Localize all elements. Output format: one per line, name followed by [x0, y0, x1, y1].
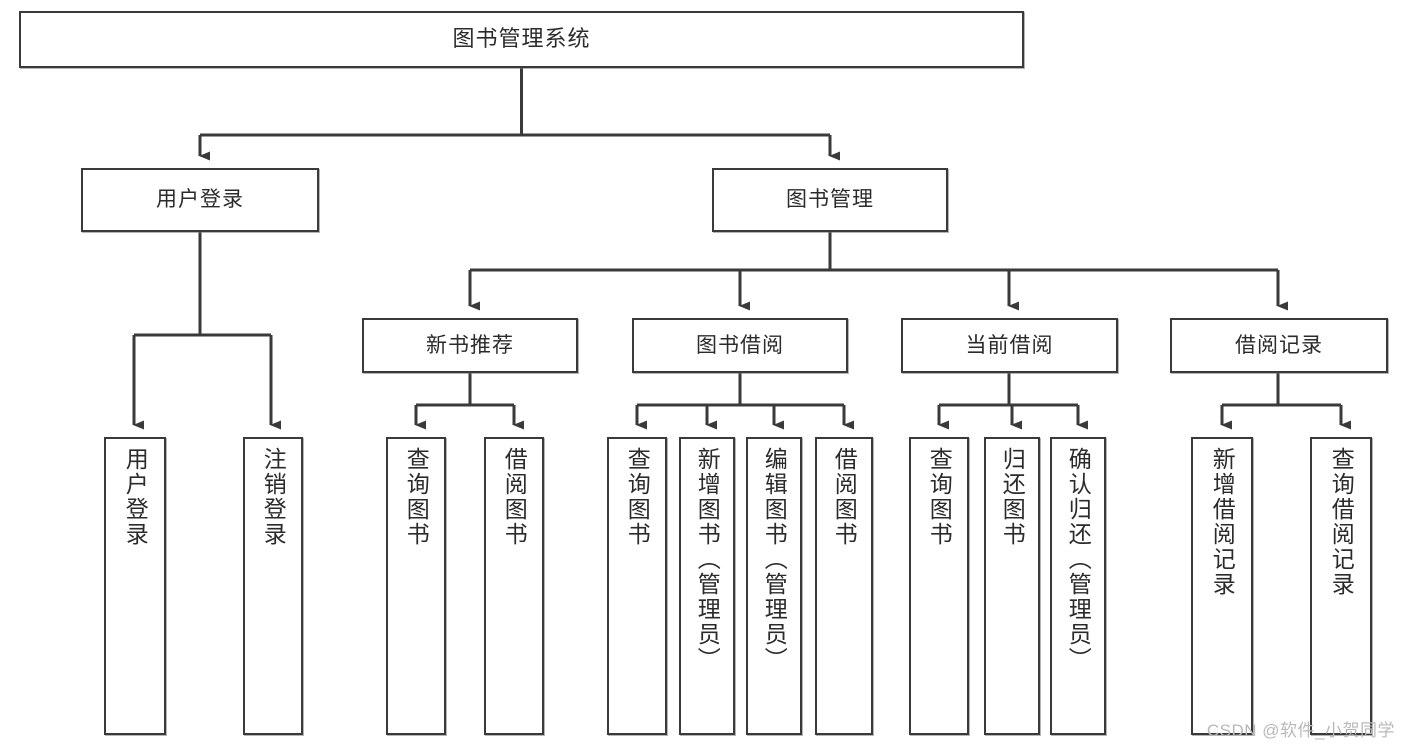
- node-leaf-add-borrow-record[interactable]: 新增借阅记录: [1191, 437, 1253, 735]
- node-leaf-query-book-borrow[interactable]: 查询图书: [607, 437, 667, 735]
- node-label: 图书借阅: [696, 333, 784, 357]
- node-book-borrow[interactable]: 图书借阅: [632, 318, 848, 373]
- node-leaf-return-book[interactable]: 归还图书: [984, 437, 1040, 735]
- csdn-watermark: CSDN @软件_小贺同学: [1206, 721, 1395, 740]
- node-label: 确认归还（管理员）: [1065, 447, 1092, 672]
- node-leaf-edit-book-admin[interactable]: 编辑图书（管理员）: [746, 437, 802, 735]
- node-label: 当前借阅: [965, 333, 1054, 357]
- node-label: 归还图书: [999, 447, 1026, 547]
- node-label: 图书管理: [786, 188, 874, 212]
- node-label: 新增图书（管理员）: [694, 447, 721, 672]
- node-label: 用户登录: [156, 188, 244, 212]
- node-label: 借阅记录: [1235, 333, 1323, 357]
- node-label: 新增借阅记录: [1209, 447, 1236, 597]
- node-label: 查询借阅记录: [1328, 447, 1355, 597]
- node-new-book-recommend[interactable]: 新书推荐: [362, 318, 578, 373]
- node-leaf-query-book-recommend[interactable]: 查询图书: [386, 437, 446, 735]
- node-book-manage[interactable]: 图书管理: [712, 168, 948, 232]
- node-leaf-add-book-admin[interactable]: 新增图书（管理员）: [679, 437, 735, 735]
- node-leaf-borrow-book-recommend[interactable]: 借阅图书: [484, 437, 544, 735]
- node-label: 注销登录: [260, 447, 287, 547]
- node-label: 查询图书: [926, 447, 953, 547]
- node-label: 查询图书: [624, 447, 651, 547]
- node-leaf-user-login[interactable]: 用户登录: [104, 437, 166, 735]
- node-root-system[interactable]: 图书管理系统: [19, 11, 1024, 68]
- node-current-borrow[interactable]: 当前借阅: [901, 318, 1118, 373]
- node-leaf-logout[interactable]: 注销登录: [243, 437, 303, 735]
- node-label: 新书推荐: [426, 333, 514, 357]
- node-label: 用户登录: [122, 447, 149, 547]
- node-leaf-borrow-book[interactable]: 借阅图书: [815, 437, 873, 735]
- node-label: 图书管理系统: [452, 26, 591, 52]
- node-label: 借阅图书: [501, 447, 528, 547]
- node-user-login[interactable]: 用户登录: [81, 168, 319, 232]
- node-leaf-confirm-return-admin[interactable]: 确认归还（管理员）: [1050, 437, 1106, 735]
- node-label: 编辑图书（管理员）: [761, 447, 788, 672]
- node-label: 查询图书: [403, 447, 430, 547]
- node-leaf-query-book-current[interactable]: 查询图书: [909, 437, 969, 735]
- node-borrow-record[interactable]: 借阅记录: [1170, 318, 1388, 373]
- node-label: 借阅图书: [831, 447, 858, 547]
- node-leaf-query-borrow-record[interactable]: 查询借阅记录: [1310, 437, 1372, 735]
